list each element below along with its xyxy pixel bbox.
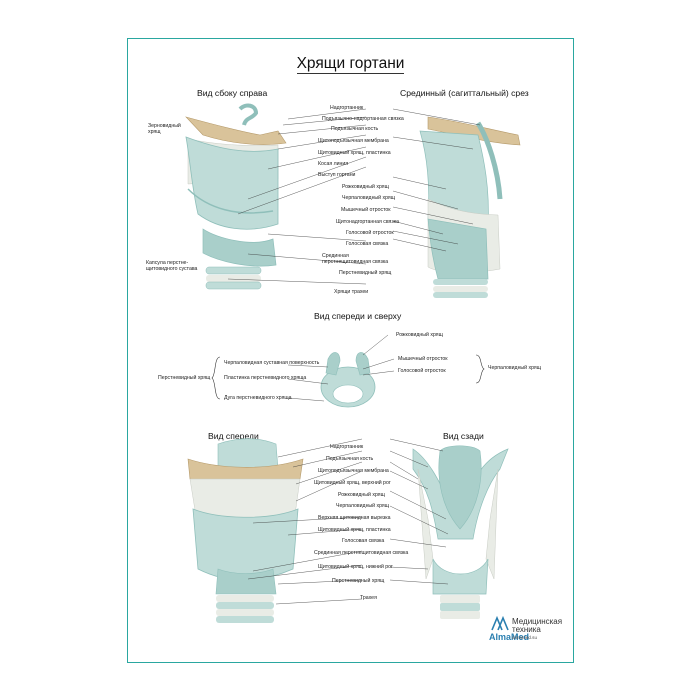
mid-right-top: Рожковидный хрящ (396, 332, 443, 338)
mid-left-item-1: Пластинка перстневидного хряща (224, 375, 307, 381)
bottom-label-9: Срединная перстнещитовидная связка (314, 550, 409, 556)
top-label-6: Выступ гортани (318, 172, 356, 178)
mid-right-item-1: Голосовой отросток (398, 368, 446, 374)
front-view-illustration (187, 438, 304, 623)
bottom-label-4: Рожковидный хрящ (338, 492, 385, 498)
top-label-11: Голосовой отросток (346, 230, 394, 236)
brand-line-2: техника (512, 625, 541, 634)
poster: Хрящи гортани Вид сбоку справа Срединный… (127, 38, 574, 663)
bottom-label-7: Щитовидный хрящ, пластинка (318, 527, 391, 533)
top-label-14: Перстневидный хрящ (339, 270, 392, 276)
bottom-label-8: Голосовая связка (342, 538, 385, 544)
top-label-15: Хрящи трахеи (334, 289, 369, 295)
top-label-12: Голосовая связка (346, 241, 389, 247)
bottom-label-5: Черпаловидный хрящ (336, 503, 390, 509)
page-title: Хрящи гортани (296, 55, 405, 74)
label-capsula: Капсула перстне-щитовидного сустава (146, 260, 198, 272)
left-brace (211, 356, 221, 400)
brand-line-1: Медицинская (512, 617, 563, 626)
side-view-illustration (185, 103, 287, 290)
sagittal-view-illustration (419, 116, 521, 298)
brand-site: almamed.su (512, 635, 538, 640)
brand-name: AlmaMed (489, 632, 530, 642)
view-front-title: Вид спереди (208, 431, 259, 441)
top-label-7: Рожковидный хрящ (342, 184, 389, 190)
bottom-label-12: Трахея (360, 595, 377, 601)
label-zernovidny: Зерновидный хрящ (148, 123, 181, 135)
bottom-label-11: Перстневидный хрящ (332, 578, 385, 584)
top-label-3: Щитоподъязычная мембрана (318, 138, 389, 144)
front-top-view-illustration (320, 352, 376, 408)
top-label-5: Косая линия (318, 161, 349, 167)
bottom-label-10: Щитовидный хрящ, нижний рог (318, 564, 393, 570)
bottom-label-0: Надгортанник (330, 444, 364, 450)
mid-right-item-0: Мышечный отросток (398, 356, 448, 362)
top-label-1: Подъязычно-надгортанная связка (322, 116, 404, 122)
view-sagittal-title: Срединный (сагиттальный) срез (400, 88, 529, 98)
mid-left-item-2: Дуга перстневидного хряща (224, 395, 292, 401)
top-label-4: Щитовидный хрящ, пластинка (318, 150, 391, 156)
mid-left-group: Перстневидный хрящ (158, 375, 211, 381)
bottom-label-1: Подъязычная кость (326, 456, 374, 462)
top-label-8: Черпаловидный хрящ (342, 195, 396, 201)
anatomy-illustrations (185, 103, 521, 631)
top-label-13: Срединная перстнещитовидная связка (322, 253, 389, 265)
view-front-top-title: Вид спереди и сверху (314, 311, 402, 321)
mid-right-group: Черпаловидный хрящ (488, 365, 542, 371)
top-label-10: Щитонадгортанная связка (336, 219, 399, 225)
top-label-2: Подъязычная кость (331, 126, 379, 132)
bottom-label-2: Щитоподъязычная мембрана (318, 468, 389, 474)
bottom-label-3: Щитовидный хрящ, верхний рог (314, 480, 391, 486)
mid-left-item-0: Черпаловидная суставная поверхность (224, 360, 320, 366)
right-brace (475, 354, 485, 384)
bottom-label-6: Верхняя щитовидная вырезка (318, 515, 391, 521)
view-side-right-title: Вид сбоку справа (197, 88, 268, 98)
leader-lines (227, 108, 481, 605)
view-back-title: Вид сзади (443, 431, 484, 441)
almamed-logo-icon (491, 615, 509, 631)
back-view-illustration (412, 445, 509, 619)
top-label-9: Мышечный отросток (341, 207, 391, 213)
top-label-0: Надгортанник (330, 105, 364, 111)
